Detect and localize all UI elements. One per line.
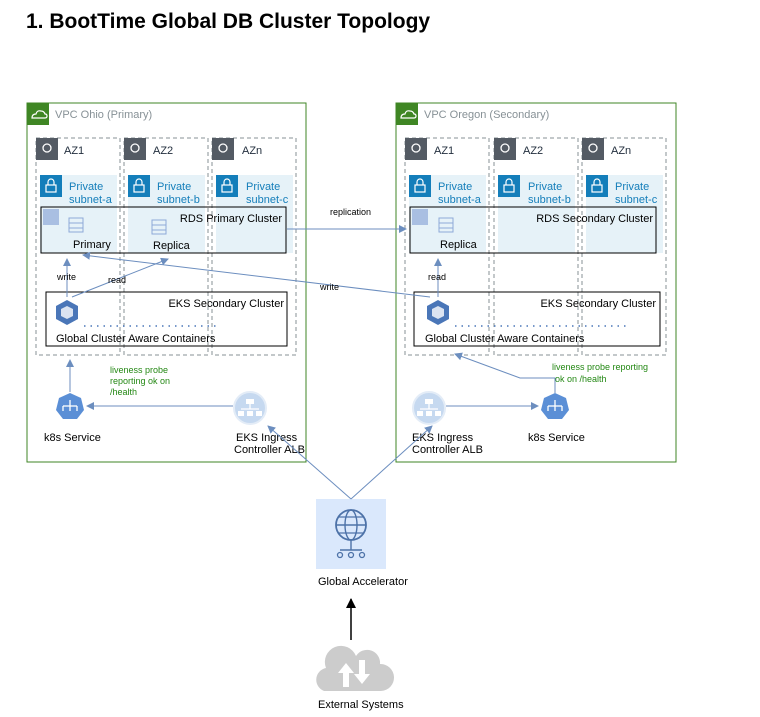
global-accelerator-label: Global Accelerator [318,576,408,588]
containers-label: Global Cluster Aware Containers [425,333,585,345]
cloud-icon [316,645,395,691]
alb-label: Controller ALB [412,444,483,456]
lock-icon [409,175,431,197]
containers-label: Global Cluster Aware Containers [56,333,216,345]
subnet-label: subnet-c [615,194,658,206]
subnet-ohio-b: Private subnet-b [128,175,205,253]
aurora-icon [412,209,428,225]
cross-region-write-arrow [82,251,431,298]
container-cube-icon [427,300,449,325]
load-balancer-icon [412,391,446,425]
az-pin-icon [405,138,427,160]
subnet-label: subnet-a [438,194,482,206]
rds-secondary-cluster [409,206,657,254]
subnet-oregon-b: Private subnet-b [498,175,575,253]
liveness-label: liveness probe [110,365,168,375]
eks-cluster-ohio [45,291,288,347]
subnet-label: Private [528,181,562,193]
lock-icon [40,175,62,197]
replication-label: replication [330,207,371,217]
vpc-ohio-label: VPC Ohio (Primary) [55,109,152,121]
az-column-oregon-n: AZn [581,137,667,356]
subnet-label: Private [69,181,103,193]
lock-icon [128,175,150,197]
subnet-ohio-c: Private subnet-c [216,175,293,253]
cross-write-label: write [319,282,339,292]
read-label: read [428,272,446,282]
az-column-oregon-1: AZ1 [404,137,490,356]
write-label: write [56,272,76,282]
container-cube-icon [56,300,78,325]
read-label: read [108,275,126,285]
vpc-cloud-icon [396,103,418,125]
vpc-oregon: VPC Oregon (Secondary) AZ1 AZ2 AZn Priva… [395,102,677,463]
az-pin-icon [494,138,516,160]
vpc-oregon-label: VPC Oregon (Secondary) [424,109,549,121]
page-title: 1. BootTime Global DB Cluster Topology [26,10,431,33]
az-label: AZ1 [434,145,454,157]
subnet-label: subnet-b [528,194,571,206]
database-icon [438,217,454,233]
lock-icon [216,175,238,197]
liveness-label: reporting ok on [110,376,170,386]
az-label: AZ1 [64,145,84,157]
rds-primary-cluster [40,206,287,254]
aurora-icon [43,209,59,225]
liveness-label: /health [110,387,137,397]
alb-label: EKS Ingress [236,432,298,444]
accelerator-to-oregon-alb-arrow [350,425,433,500]
az-label: AZ2 [523,145,543,157]
external-systems-label: External Systems [318,699,404,711]
az-pin-icon [124,138,146,160]
database-icon [151,219,167,235]
vpc-cloud-icon [27,103,49,125]
rds-cluster-label: RDS Secondary Cluster [536,213,653,225]
subnet-label: subnet-b [157,194,200,206]
az-label: AZn [611,145,631,157]
az-column-ohio-2: AZ2 [123,137,209,356]
read-arrow [71,257,169,298]
k8s-service-icon [56,393,84,419]
global-accelerator-icon [316,499,386,569]
subnet-label: Private [615,181,649,193]
alb-label: Controller ALB [234,444,305,456]
eks-cluster-label: EKS Secondary Cluster [168,298,284,310]
lock-icon [586,175,608,197]
lock-icon [498,175,520,197]
az-label: AZn [242,145,262,157]
eks-cluster-label: EKS Secondary Cluster [540,298,656,310]
liveness-label: ok on /health [555,374,607,384]
replica-instance-label: Replica [440,239,478,251]
az-column-ohio-1: AZ1 [35,137,121,356]
k8s-service-icon [541,393,569,419]
k8s-to-containers-arrow [454,352,556,393]
az-pin-icon [582,138,604,160]
alb-label: EKS Ingress [412,432,474,444]
subnet-label: Private [246,181,280,193]
k8s-service-label: k8s Service [44,432,101,444]
az-column-ohio-n: AZn [211,137,297,356]
subnet-label: subnet-c [246,194,289,206]
k8s-service-label: k8s Service [528,432,585,444]
database-icon [68,217,84,233]
az-label: AZ2 [153,145,173,157]
accelerator-to-ohio-alb-arrow [267,425,352,500]
subnet-oregon-c: Private subnet-c [586,175,663,253]
subnet-label: Private [438,181,472,193]
vpc-ohio: VPC Ohio (Primary) AZ1 AZ2 AZn Private [26,102,307,463]
load-balancer-icon [233,391,267,425]
subnet-label: Private [157,181,191,193]
az-pin-icon [36,138,58,160]
liveness-label: liveness probe reporting [552,362,648,372]
eks-cluster-oregon [413,291,661,347]
az-pin-icon [212,138,234,160]
primary-instance-label: Primary [73,239,111,251]
rds-cluster-label: RDS Primary Cluster [180,213,282,225]
az-column-oregon-2: AZ2 [493,137,579,356]
replica-instance-label: Replica [153,240,191,252]
subnet-label: subnet-a [69,194,113,206]
